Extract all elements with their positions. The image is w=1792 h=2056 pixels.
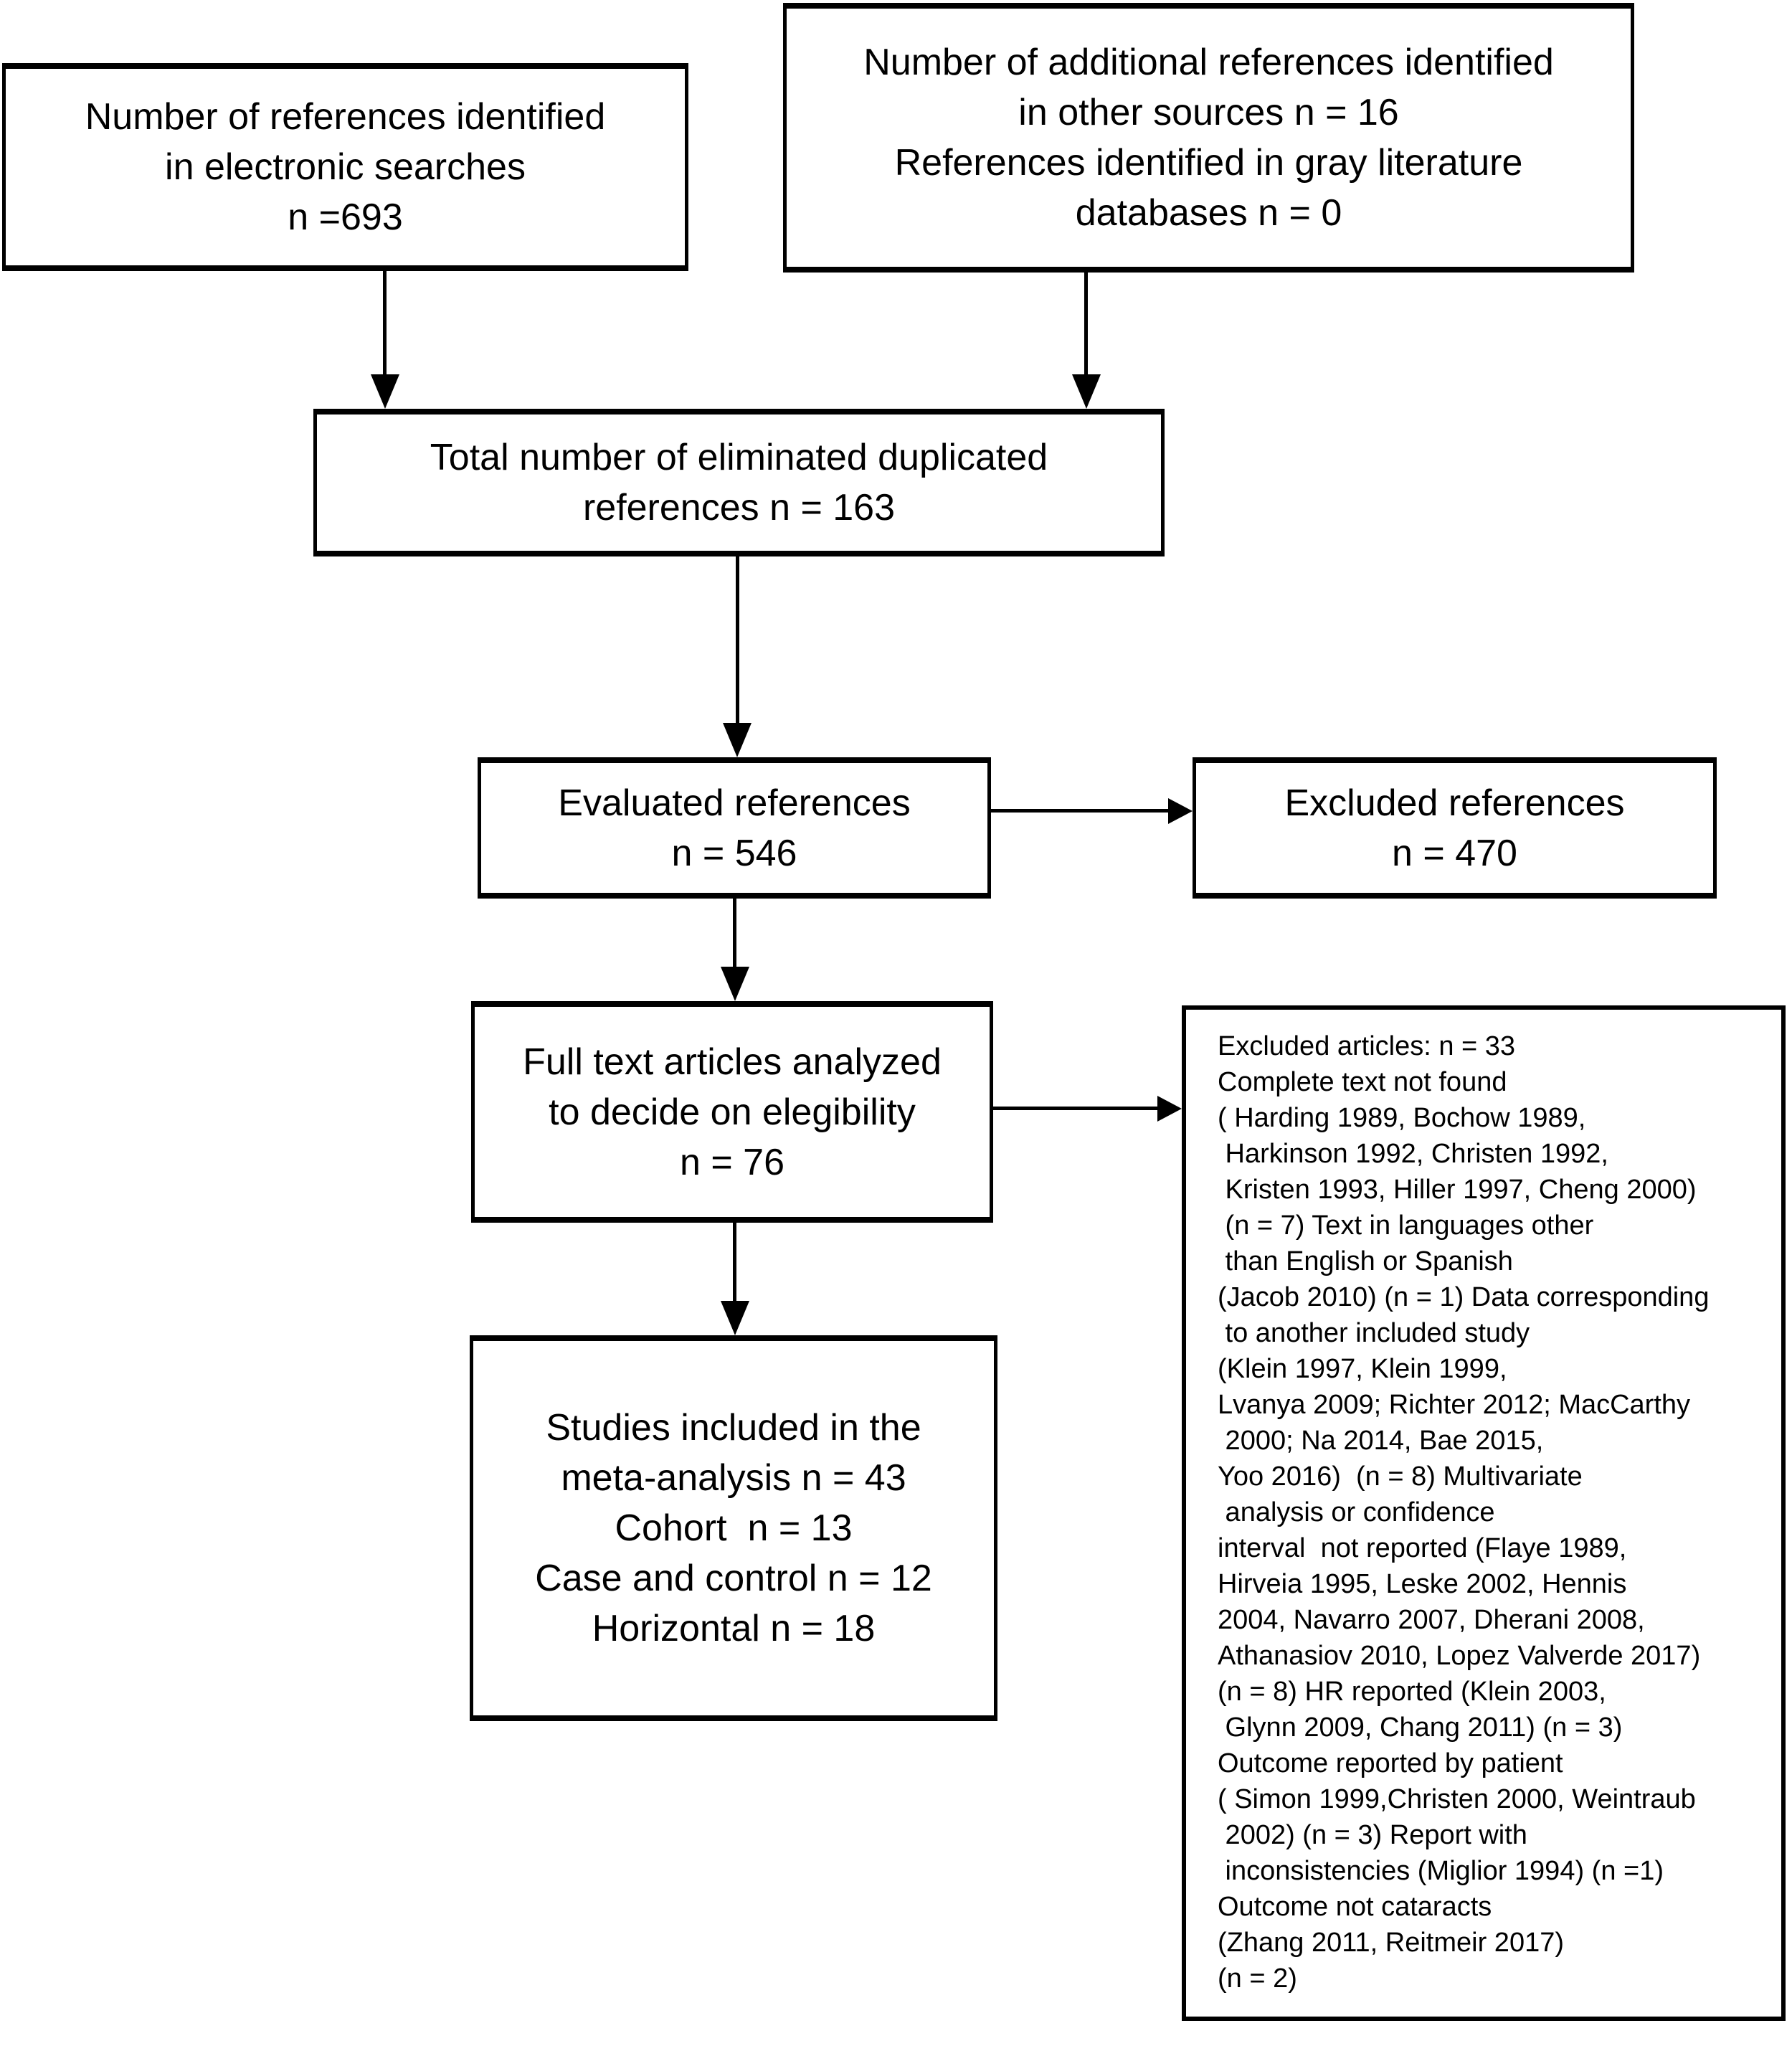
box-duplicates-eliminated: Total number of eliminated duplicated re… [313,409,1165,556]
box-excluded-references: Excluded references n = 470 [1193,757,1717,899]
box-evaluated-references: Evaluated references n = 546 [478,757,991,899]
arrow-evaluated-to-fulltext-arrowhead-icon [721,967,749,1001]
arrow-evaluated-to-excluded-line [991,809,1170,813]
box-references-identified-electronic: Number of references identified in elect… [2,63,688,271]
arrow-fulltext-to-excludeddetail-line [993,1107,1159,1110]
arrow-othersources-to-duplicates-arrowhead-icon [1072,374,1101,409]
arrow-evaluated-to-excluded-arrowhead-icon [1168,798,1193,824]
arrow-duplicates-to-evaluated-line [736,556,739,724]
arrow-fulltext-to-included-line [733,1223,736,1302]
arrow-electronic-to-duplicates-arrowhead-icon [371,374,399,409]
box-fulltext-analyzed: Full text articles analyzed to decide on… [471,1001,993,1223]
arrow-othersources-to-duplicates-line [1084,273,1088,376]
box-additional-references-other-sources: Number of additional references identifi… [783,3,1634,273]
box-studies-included: Studies included in the meta-analysis n … [470,1335,997,1721]
arrow-duplicates-to-evaluated-arrowhead-icon [723,723,752,757]
box-excluded-articles-detail: Excluded articles: n = 33 Complete text … [1182,1005,1786,2021]
arrow-fulltext-to-included-arrowhead-icon [721,1301,749,1335]
arrow-fulltext-to-excludeddetail-arrowhead-icon [1157,1096,1182,1122]
arrow-electronic-to-duplicates-line [383,271,387,376]
arrow-evaluated-to-fulltext-line [733,899,736,968]
